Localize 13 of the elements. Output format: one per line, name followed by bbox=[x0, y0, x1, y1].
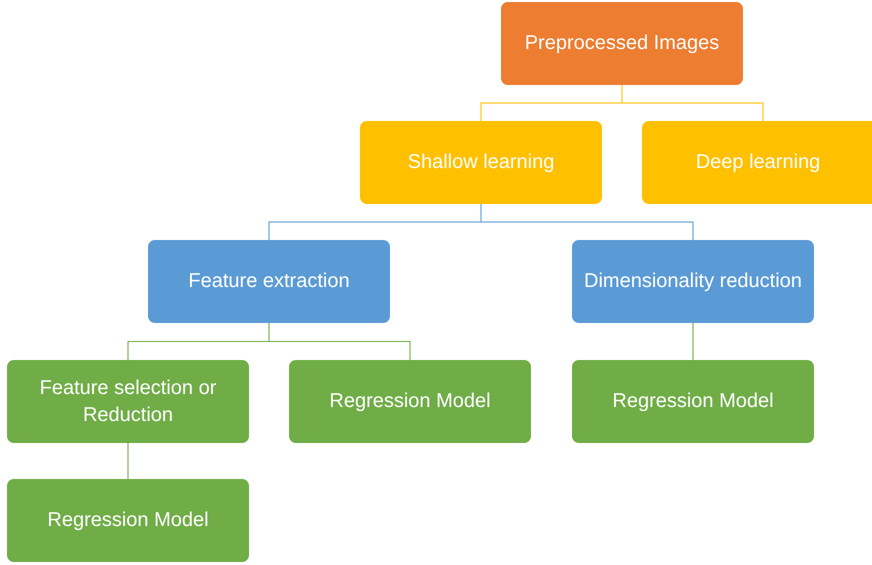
model-box: Regression Model bbox=[572, 360, 814, 443]
process-box: Feature extraction bbox=[148, 240, 390, 323]
connector-line bbox=[692, 322, 694, 360]
process-box: Dimensionality reduction bbox=[572, 240, 814, 323]
connector-line bbox=[480, 204, 694, 240]
method-box: Deep learning bbox=[642, 121, 872, 204]
connector-line bbox=[268, 322, 410, 360]
process-box: Feature selection or Reduction bbox=[7, 360, 249, 443]
model-box: Regression Model bbox=[289, 360, 531, 443]
model-box: Regression Model bbox=[7, 479, 249, 562]
method-box: Shallow learning bbox=[360, 121, 602, 204]
input-box: Preprocessed Images bbox=[501, 2, 743, 85]
connector-line bbox=[622, 84, 764, 122]
